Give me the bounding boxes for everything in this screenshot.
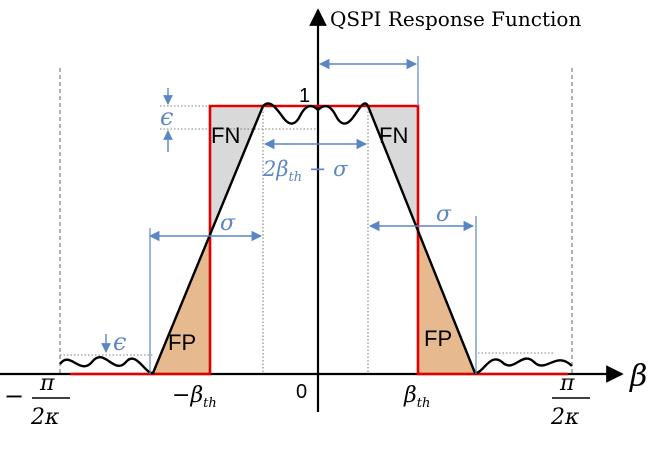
pi-over-2kappa-label: π 2κ	[550, 371, 590, 430]
fp-label-left: FP	[168, 330, 196, 355]
qspi-response-curve	[59, 102, 573, 375]
figure-title: QSPI Response Function	[330, 7, 581, 31]
fn-label-right: FN	[379, 123, 408, 148]
beta-th-label: βth	[403, 383, 430, 411]
two-beta-th-minus-sigma-label: 2βth − σ	[262, 157, 348, 185]
epsilon-label-bottom: ϵ	[113, 328, 126, 356]
two-kappa-denominator-right: 2κ	[550, 405, 580, 430]
epsilon-label-top: ϵ	[160, 103, 173, 131]
minus-beta-th-label: −βth	[172, 383, 217, 411]
beta-axis-label: β	[629, 359, 647, 394]
two-kappa-denominator-left: 2κ	[30, 405, 60, 430]
minus-pi-over-2kappa-label: − π 2κ	[4, 371, 70, 430]
pi-numerator-right: π	[559, 371, 575, 396]
fn-label-left: FN	[211, 123, 240, 148]
sigma-label-right: σ	[436, 202, 452, 227]
value-one-label: 1	[299, 85, 310, 107]
fp-label-right: FP	[424, 326, 452, 351]
origin-zero-label: 0	[296, 381, 307, 403]
sigma-label-left: σ	[220, 211, 236, 236]
minus-sign: −	[4, 382, 24, 410]
pi-numerator-left: π	[39, 371, 55, 396]
